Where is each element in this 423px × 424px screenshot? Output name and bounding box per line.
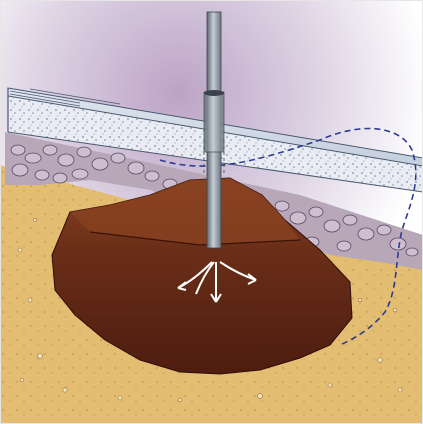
rod-sleeve	[204, 92, 224, 152]
sleeve-opening	[204, 90, 224, 96]
